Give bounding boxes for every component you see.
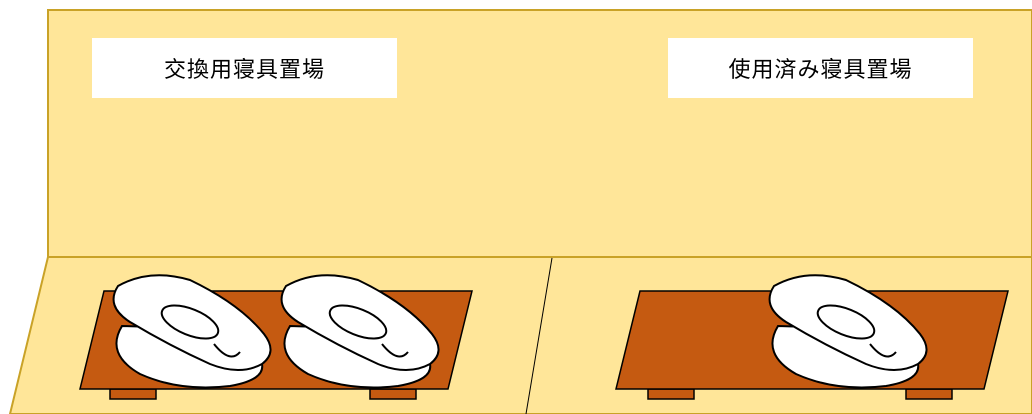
- table-foot-right: [905, 388, 953, 400]
- area-divider-line: [525, 257, 553, 414]
- table-foot-left: [109, 388, 157, 400]
- exchange-bedding-label: 交換用寝具置場: [92, 38, 397, 98]
- table-foot-right: [369, 388, 417, 400]
- used-bedding-label: 使用済み寝具置場: [668, 38, 973, 98]
- table-foot-left: [647, 388, 695, 400]
